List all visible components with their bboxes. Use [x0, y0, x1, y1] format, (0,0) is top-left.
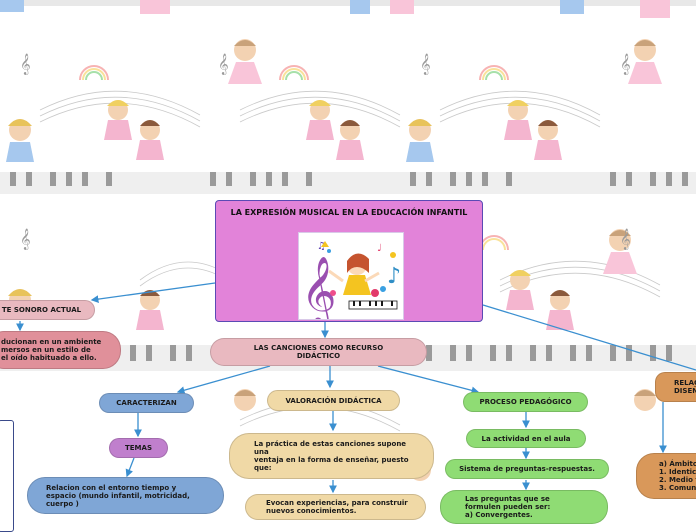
svg-text:𝄞: 𝄞 — [420, 54, 431, 75]
node-proceso-label: PROCESO PEDAGÓGICO — [479, 398, 572, 406]
node-valoracion-desc2-text: Evocan experiencias, para construir nuev… — [266, 499, 408, 515]
svg-text:𝄞: 𝄞 — [20, 54, 31, 75]
node-ambitos[interactable]: a) Ámbito 1. Identic 2. Medio f 3. Comun — [636, 453, 696, 499]
node-ambiente-desc[interactable]: ducionan en un ambiente mersos en un est… — [0, 331, 121, 369]
node-sistema-label: Sistema de preguntas-respuestas. — [459, 465, 595, 473]
svg-text:𝄞: 𝄞 — [20, 229, 31, 250]
node-relacion-label: RELAC DISEÑ — [674, 379, 696, 395]
node-ambiente-sonoro[interactable]: TE SONORO ACTUAL — [0, 300, 95, 320]
node-actividad-label: La actividad en el aula — [481, 434, 571, 443]
node-caracterizan[interactable]: CARACTERIZAN — [99, 393, 194, 413]
node-valoracion-desc1-text: La práctica de estas canciones supone un… — [254, 440, 409, 472]
node-proceso[interactable]: PROCESO PEDAGÓGICO — [463, 392, 588, 412]
node-relacion[interactable]: RELAC DISEÑ — [655, 372, 696, 402]
node-valoracion-desc1[interactable]: La práctica de estas canciones supone un… — [229, 433, 434, 479]
node-temas-label: TEMAS — [125, 444, 152, 452]
node-valoracion[interactable]: VALORACIÓN DIDÁCTICA — [267, 390, 400, 411]
node-preguntas[interactable]: Las preguntas que se formulen pueden ser… — [440, 490, 608, 524]
node-preguntas-text: Las preguntas que se formulen pueden ser… — [465, 495, 551, 519]
node-temas-desc-text: Relacion con el entorno tiempo y espacio… — [46, 483, 190, 508]
svg-text:♪: ♪ — [387, 264, 401, 289]
music-illustration: 𝄞 ♪ ♫ ♩ — [298, 232, 404, 328]
node-valoracion-desc2[interactable]: Evocan experiencias, para construir nuev… — [245, 494, 426, 520]
main-topic-title: LA EXPRESIÓN MUSICAL EN LA EDUCACIÓN INF… — [230, 208, 468, 217]
svg-text:𝄞: 𝄞 — [218, 54, 229, 75]
node-canciones-label: LAS CANCIONES COMO RECURSO DIDÁCTICO — [253, 344, 384, 360]
node-valoracion-label: VALORACIÓN DIDÁCTICA — [285, 396, 382, 405]
main-topic-node[interactable]: LA EXPRESIÓN MUSICAL EN LA EDUCACIÓN INF… — [215, 200, 483, 328]
node-caracterizan-label: CARACTERIZAN — [116, 399, 177, 407]
node-ambiente-sonoro-label: TE SONORO ACTUAL — [1, 306, 82, 314]
svg-text:𝄞: 𝄞 — [620, 54, 631, 75]
svg-text:♩: ♩ — [377, 243, 382, 254]
node-temas[interactable]: TEMAS — [109, 438, 168, 458]
node-ambiente-desc-text: ducionan en un ambiente mersos en un est… — [1, 338, 102, 362]
node-sistema[interactable]: Sistema de preguntas-respuestas. — [445, 459, 609, 479]
node-ambitos-text: a) Ámbito 1. Identic 2. Medio f 3. Comun — [659, 460, 696, 492]
node-canciones[interactable]: LAS CANCIONES COMO RECURSO DIDÁCTICO — [210, 338, 427, 366]
svg-text:𝄞: 𝄞 — [301, 256, 336, 319]
node-actividad[interactable]: La actividad en el aula — [466, 429, 586, 448]
partial-frame — [0, 420, 14, 532]
svg-text:𝄞: 𝄞 — [620, 229, 631, 250]
node-temas-desc[interactable]: Relacion con el entorno tiempo y espacio… — [27, 477, 224, 514]
